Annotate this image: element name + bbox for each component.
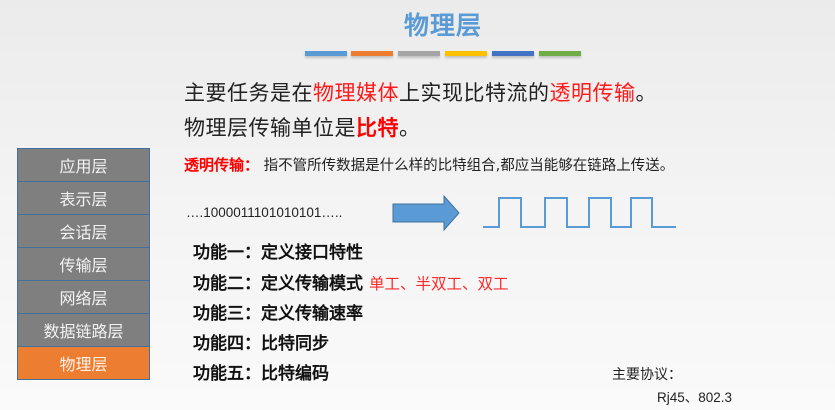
definition-line: 透明传输： 指不管所传数据是什么样的比特组合,都应当能够在链路上传送。 <box>184 154 674 175</box>
right-arrow-icon <box>392 195 460 231</box>
osi-layer-data-link: 数据链路层 <box>17 313 150 347</box>
accent-bar-yellow <box>445 51 487 56</box>
function-item-5: 功能五：比特编码 <box>193 359 329 384</box>
highlight-transparent-transmission: 透明传输 <box>549 81 636 105</box>
function-item-1: 功能一：定义接口特性 <box>193 238 363 263</box>
function-label: 功能四：比特同步 <box>193 334 329 354</box>
protocols-value: Rj45、802.3 <box>657 390 733 405</box>
accent-bar-gray <box>398 51 440 56</box>
text: 物理层传输单位是 <box>184 116 356 140</box>
highlight-physical-media: 物理媒体 <box>313 81 399 105</box>
definition-text: 指不管所传数据是什么样的比特组合,都应当能够在链路上传送。 <box>263 158 675 174</box>
accent-bar-darkblue <box>492 51 534 56</box>
text: 。 <box>635 81 657 105</box>
osi-layer-session: 会话层 <box>17 214 150 248</box>
function-item-3: 功能三：定义传输速率 <box>193 299 363 324</box>
definition-term: 透明传输： <box>184 156 260 174</box>
osi-layer-stack: 应用层 表示层 会话层 传输层 网络层 数据链路层 物理层 <box>17 148 150 380</box>
osi-layer-physical: 物理层 <box>17 346 150 380</box>
main-task-line: 主要任务是在物理媒体上实现比特流的透明传输。 <box>184 77 657 107</box>
function-item-4: 功能四：比特同步 <box>193 329 329 354</box>
slide-title: 物理层 <box>403 11 482 40</box>
highlight-bit: 比特 <box>356 116 399 140</box>
function-label: 功能五：比特编码 <box>193 364 329 384</box>
text: 主要任务是在 <box>184 81 313 105</box>
osi-layer-presentation: 表示层 <box>17 181 150 215</box>
accent-bar-orange <box>351 51 393 56</box>
protocols-label: 主要协议： <box>612 367 682 383</box>
osi-layer-network: 网络层 <box>17 280 150 314</box>
osi-layer-transport: 传输层 <box>17 247 150 281</box>
text: 。 <box>399 116 421 140</box>
unit-line: 物理层传输单位是比特。 <box>184 112 421 142</box>
bitstream-text: ….1000011101010101….. <box>186 205 343 220</box>
text: 上实现比特流的 <box>399 81 550 105</box>
function-label: 功能三：定义传输速率 <box>193 304 363 324</box>
function-label: 功能二：定义传输模式 <box>193 274 363 294</box>
square-wave-icon <box>483 197 676 228</box>
transmission-modes-note: 单工、半双工、双工 <box>369 275 509 293</box>
osi-layer-application: 应用层 <box>17 148 150 182</box>
function-item-2: 功能二：定义传输模式单工、半双工、双工 <box>193 269 509 294</box>
accent-bar-green <box>539 51 581 56</box>
accent-bar-blue <box>305 51 347 56</box>
function-label: 功能一：定义接口特性 <box>193 243 363 263</box>
